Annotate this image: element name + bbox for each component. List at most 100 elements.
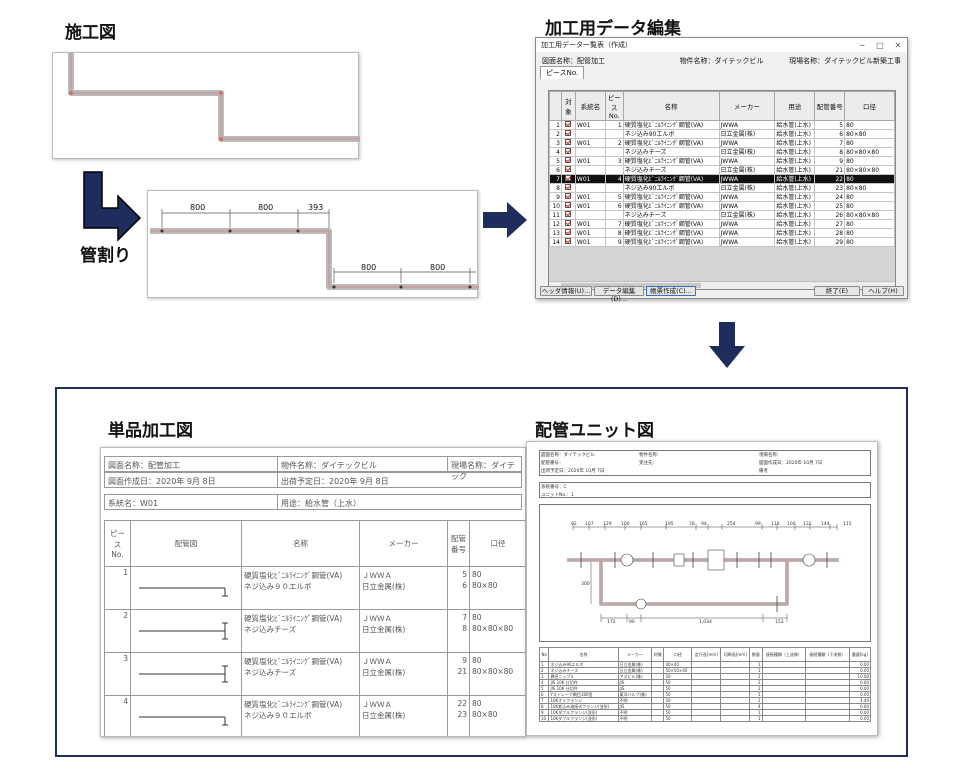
target-checkbox[interactable] <box>565 211 572 217</box>
window-titlebar[interactable]: 加工用データ一覧表（作成） ─ □ ✕ <box>536 38 907 52</box>
minimize-icon[interactable]: ─ <box>859 40 865 50</box>
col-maker[interactable]: メーカー <box>718 91 776 121</box>
name-cell[interactable]: 硬質塩化ﾋﾞﾆﾙﾗｲﾆﾝｸﾞ鋼管(VA) <box>622 228 720 238</box>
header-info-button[interactable]: ヘッダ情報(U)... <box>540 286 592 296</box>
use-cell[interactable]: 給水管(上水) <box>774 138 816 148</box>
name-cell[interactable]: 硬質塩化ﾋﾞﾆﾙﾗｲﾆﾝｸﾞ鋼管(VA) <box>622 174 720 184</box>
pipe-no-cell[interactable]: 9 <box>814 156 846 166</box>
target-checkbox-cell[interactable] <box>560 129 576 139</box>
piece-no-cell[interactable] <box>604 165 624 175</box>
target-checkbox[interactable] <box>565 193 572 199</box>
system-cell[interactable]: W01 <box>574 174 606 184</box>
piece-no-cell[interactable] <box>604 210 624 220</box>
horizontal-scrollbar[interactable] <box>549 281 895 289</box>
name-cell[interactable]: 硬質塩化ﾋﾞﾆﾙﾗｲﾆﾝｸﾞ鋼管(VA) <box>622 192 720 202</box>
pipe-no-cell[interactable]: 24 <box>814 192 846 202</box>
system-cell[interactable]: W01 <box>574 156 606 166</box>
pipe-no-cell[interactable]: 28 <box>814 228 846 238</box>
use-cell[interactable]: 給水管(上水) <box>774 183 816 193</box>
maker-cell[interactable]: JWWA <box>718 228 776 238</box>
maker-cell[interactable]: 日立金属(株) <box>718 183 776 193</box>
target-checkbox-cell[interactable] <box>560 183 576 193</box>
target-checkbox[interactable] <box>565 130 572 136</box>
use-cell[interactable]: 給水管(上水) <box>774 120 816 130</box>
target-checkbox[interactable] <box>565 157 572 163</box>
size-cell[interactable]: 80×80 <box>844 129 895 139</box>
maximize-icon[interactable]: □ <box>876 40 884 50</box>
pipe-no-cell[interactable]: 23 <box>814 183 846 193</box>
col-piece-no[interactable]: ピースNo. <box>604 91 624 121</box>
name-cell[interactable]: ネジ込み90エルボ <box>622 129 720 139</box>
piece-no-cell[interactable] <box>604 183 624 193</box>
use-cell[interactable]: 給水管(上水) <box>774 174 816 184</box>
name-cell[interactable]: 硬質塩化ﾋﾞﾆﾙﾗｲﾆﾝｸﾞ鋼管(VA) <box>622 120 720 130</box>
target-checkbox-cell[interactable] <box>560 174 576 184</box>
system-cell[interactable]: W01 <box>574 201 606 211</box>
target-checkbox-cell[interactable] <box>560 165 576 175</box>
target-checkbox-cell[interactable] <box>560 138 576 148</box>
finish-button[interactable]: 終了(E) <box>814 286 860 296</box>
target-checkbox[interactable] <box>565 175 572 181</box>
piece-no-cell[interactable] <box>604 147 624 157</box>
name-cell[interactable]: 硬質塩化ﾋﾞﾆﾙﾗｲﾆﾝｸﾞ鋼管(VA) <box>622 219 720 229</box>
help-button[interactable]: ヘルプ(H) <box>862 286 904 296</box>
col-pipe-no[interactable]: 配管番号 <box>814 91 846 121</box>
use-cell[interactable]: 給水管(上水) <box>774 201 816 211</box>
size-cell[interactable]: 80 <box>844 237 895 247</box>
use-cell[interactable]: 給水管(上水) <box>774 156 816 166</box>
target-checkbox[interactable] <box>565 238 572 244</box>
maker-cell[interactable]: 日立金属(株) <box>718 147 776 157</box>
pipe-no-cell[interactable]: 5 <box>814 120 846 130</box>
system-cell[interactable]: W01 <box>574 219 606 229</box>
data-edit-button[interactable]: データ編集(D)... <box>594 286 644 303</box>
target-checkbox-cell[interactable] <box>560 210 576 220</box>
use-cell[interactable]: 給水管(上水) <box>774 228 816 238</box>
size-cell[interactable]: 80 <box>844 228 895 238</box>
piece-no-cell[interactable]: 8 <box>604 228 624 238</box>
target-checkbox[interactable] <box>565 166 572 172</box>
target-checkbox[interactable] <box>565 220 572 226</box>
piece-no-cell[interactable]: 6 <box>604 201 624 211</box>
use-cell[interactable]: 給水管(上水) <box>774 219 816 229</box>
system-cell[interactable] <box>574 165 606 175</box>
pipe-no-cell[interactable]: 8 <box>814 147 846 157</box>
maker-cell[interactable]: JWWA <box>718 219 776 229</box>
name-cell[interactable]: 硬質塩化ﾋﾞﾆﾙﾗｲﾆﾝｸﾞ鋼管(VA) <box>622 201 720 211</box>
target-checkbox-cell[interactable] <box>560 228 576 238</box>
piece-no-cell[interactable]: 9 <box>604 237 624 247</box>
target-checkbox-cell[interactable] <box>560 237 576 247</box>
target-checkbox[interactable] <box>565 121 572 127</box>
target-checkbox-cell[interactable] <box>560 192 576 202</box>
system-cell[interactable]: W01 <box>574 120 606 130</box>
size-cell[interactable]: 80×80 <box>844 183 895 193</box>
close-icon[interactable]: ✕ <box>894 40 902 50</box>
name-cell[interactable]: ネジ込みチーズ <box>622 165 720 175</box>
maker-cell[interactable]: JWWA <box>718 192 776 202</box>
system-cell[interactable]: W01 <box>574 192 606 202</box>
use-cell[interactable]: 給水管(上水) <box>774 165 816 175</box>
target-checkbox-cell[interactable] <box>560 156 576 166</box>
maker-cell[interactable]: JWWA <box>718 138 776 148</box>
target-checkbox-cell[interactable] <box>560 120 576 130</box>
form-create-button[interactable]: 帳票作成(C)... <box>646 286 696 296</box>
maker-cell[interactable]: 日立金属(株) <box>718 165 776 175</box>
pipe-no-cell[interactable]: 21 <box>814 165 846 175</box>
size-cell[interactable]: 80×80×80 <box>844 165 895 175</box>
size-cell[interactable]: 80 <box>844 120 895 130</box>
piece-no-cell[interactable]: 1 <box>604 120 624 130</box>
use-cell[interactable]: 給水管(上水) <box>774 129 816 139</box>
pipe-no-cell[interactable]: 6 <box>814 129 846 139</box>
maker-cell[interactable]: 日立金属(株) <box>718 129 776 139</box>
col-target[interactable]: 対象 <box>560 91 576 121</box>
size-cell[interactable]: 80 <box>844 138 895 148</box>
maker-cell[interactable]: JWWA <box>718 174 776 184</box>
use-cell[interactable]: 給水管(上水) <box>774 147 816 157</box>
